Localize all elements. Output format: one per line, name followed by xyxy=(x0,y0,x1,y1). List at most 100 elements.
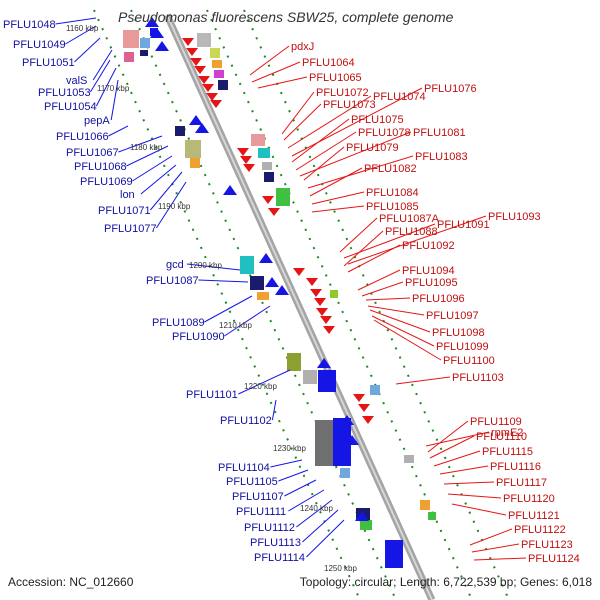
label-connector xyxy=(288,489,325,512)
label-connector xyxy=(311,191,365,205)
label-connector xyxy=(443,481,495,485)
gene-label-reverse: PFLU1115 xyxy=(482,446,533,458)
gene-label-reverse: PFLU1094 xyxy=(402,265,455,277)
gene-block xyxy=(175,126,185,136)
gene-label-reverse: PFLU1076 xyxy=(424,83,477,95)
gene-label-forward: lon xyxy=(120,189,135,201)
gene-label-forward: PFLU1104 xyxy=(218,462,270,474)
scale-label: 1190 kbp xyxy=(158,202,191,211)
reverse-gene-arrow xyxy=(198,76,210,84)
label-connector xyxy=(373,319,442,361)
gene-block xyxy=(190,158,200,168)
label-connector xyxy=(224,305,271,337)
gene-label-reverse: PFLU1099 xyxy=(436,341,489,353)
gene-block xyxy=(124,52,134,62)
gene-label-reverse: PFLU1073 xyxy=(323,99,376,111)
reverse-gene-arrow xyxy=(310,289,322,297)
label-connector xyxy=(311,205,365,213)
forward-gene-block xyxy=(318,370,336,392)
label-connector xyxy=(140,164,177,195)
gene-label-reverse: PFLU1124 xyxy=(528,553,580,565)
forward-gene-arrow xyxy=(150,28,164,38)
label-connector xyxy=(270,459,303,468)
forward-gene-arrow xyxy=(275,285,289,295)
gene-label-forward: PFLU1069 xyxy=(80,176,133,188)
label-connector xyxy=(150,171,183,211)
label-connector xyxy=(291,118,350,163)
scale-label: 1170 kbp xyxy=(97,84,130,93)
label-connector xyxy=(251,61,301,83)
gene-label-forward: PFLU1111 xyxy=(236,506,286,518)
gene-block xyxy=(140,50,148,56)
scale-label: 1200 kbp xyxy=(189,261,222,270)
reverse-gene-arrow xyxy=(190,58,202,66)
gene-label-forward: PFLU1101 xyxy=(186,389,238,401)
gene-block xyxy=(276,188,290,206)
reverse-gene-arrow xyxy=(306,278,318,286)
label-connector xyxy=(55,17,97,25)
label-connector xyxy=(347,215,487,265)
gene-label-reverse: PFLU1082 xyxy=(364,163,417,175)
label-connector xyxy=(186,263,241,271)
forward-gene-arrow xyxy=(223,185,237,195)
label-connector xyxy=(108,125,129,137)
label-connector xyxy=(469,528,513,546)
gene-block xyxy=(264,172,274,182)
label-connector xyxy=(306,519,345,558)
gene-label-forward: PFLU1113 xyxy=(250,537,301,549)
gene-label-forward: PFLU1067 xyxy=(66,147,119,159)
label-connector xyxy=(284,479,317,497)
gene-label-reverse: PFLU1074 xyxy=(373,91,426,103)
reverse-gene-arrow xyxy=(362,416,374,424)
reverse-gene-arrow xyxy=(316,308,328,316)
reverse-gene-arrow xyxy=(194,66,206,74)
genome-title: Pseudomonas fluorescens SBW25, complete … xyxy=(118,9,454,25)
gene-block xyxy=(123,30,139,48)
gene-label-forward: PFLU1105 xyxy=(226,476,278,488)
gene-label-forward: PFLU1066 xyxy=(56,131,109,143)
label-connector xyxy=(369,309,431,333)
label-connector xyxy=(451,503,507,516)
gene-label-reverse: PFLU1098 xyxy=(432,327,485,339)
gene-label-reverse: rpmE2 xyxy=(491,427,523,439)
label-connector xyxy=(429,435,475,459)
label-connector xyxy=(447,493,502,499)
gene-block xyxy=(185,140,201,158)
gene-block xyxy=(257,292,269,300)
gene-label-forward: gcd xyxy=(166,259,184,271)
label-connector xyxy=(296,499,333,528)
reverse-gene-arrow xyxy=(202,84,214,92)
genome-backbone-highlight xyxy=(166,14,433,600)
gene-label-forward: PFLU1087 xyxy=(146,275,199,287)
gene-label-forward: PFLU1068 xyxy=(74,161,127,173)
gene-block xyxy=(303,370,317,384)
label-connector xyxy=(473,557,527,561)
gene-label-reverse: PFLU1120 xyxy=(503,493,555,505)
gene-label-reverse: PFLU1095 xyxy=(405,277,458,289)
gene-label-forward: PFLU1071 xyxy=(98,205,151,217)
gene-features xyxy=(123,17,436,568)
gene-label-reverse: PFLU1109 xyxy=(470,416,522,428)
label-connector xyxy=(303,146,345,181)
reverse-gene-arrow xyxy=(268,208,280,216)
reverse-gene-arrow xyxy=(293,268,305,276)
gene-label-reverse: PFLU1065 xyxy=(309,72,362,84)
label-connector xyxy=(347,244,401,273)
label-connector xyxy=(278,469,309,482)
gene-block xyxy=(251,134,265,146)
gene-label-forward: PFLU1053 xyxy=(38,87,91,99)
gene-label-forward: PFLU1090 xyxy=(172,331,225,343)
gene-label-reverse: PFLU1096 xyxy=(412,293,465,305)
gene-label-reverse: PFLU1116 xyxy=(490,461,541,473)
gene-label-reverse: PFLU1079 xyxy=(346,142,399,154)
gene-label-reverse: PFLU1121 xyxy=(508,510,560,522)
forward-gene-arrow xyxy=(189,115,203,125)
label-connector xyxy=(343,230,384,267)
gene-label-reverse: PFLU1084 xyxy=(366,187,419,199)
gene-label-forward: PFLU1114 xyxy=(254,552,305,564)
label-connector xyxy=(204,295,253,323)
label-connector xyxy=(126,145,169,167)
gene-label-reverse: PFLU1122 xyxy=(514,524,566,536)
scale-label: 1230 kbp xyxy=(273,444,306,453)
